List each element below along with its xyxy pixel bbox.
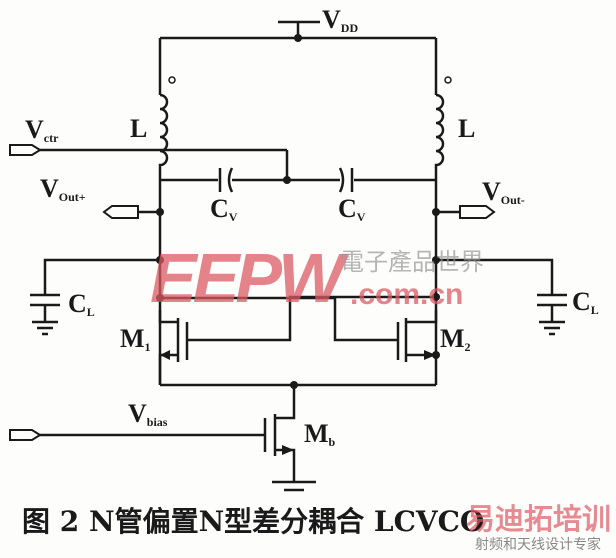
- label-mb: Mb: [304, 419, 336, 449]
- watermark-brand: 易迪拓培训: [466, 504, 612, 536]
- watermark-brand-sub: 射频和天线设计专家: [475, 538, 601, 553]
- label-vout-minus: VOut-: [482, 177, 525, 207]
- label-vbias: Vbias: [128, 399, 168, 429]
- watermark-eepw-url: .com.cn: [350, 278, 464, 311]
- label-cv-right: CV: [338, 194, 366, 224]
- watermark-eepw-cn: 電子產品世界: [340, 250, 484, 276]
- label-vdd: VDD: [322, 5, 359, 35]
- label-cv-left: CV: [210, 194, 238, 224]
- label-m1: M1: [120, 324, 151, 354]
- label-l-left: L: [130, 114, 148, 143]
- label-cl-left: CL: [68, 289, 95, 319]
- label-l-right: L: [458, 114, 476, 143]
- label-m2: M2: [440, 324, 471, 354]
- watermark-eepw: EEPW: [150, 239, 344, 317]
- label-vout-plus: VOut+: [40, 174, 86, 204]
- label-cl-right: CL: [572, 287, 599, 317]
- figure-caption: 图 2 N管偏置N型差分耦合 LCVCO: [22, 505, 485, 538]
- label-vctr: Vctr: [25, 115, 59, 145]
